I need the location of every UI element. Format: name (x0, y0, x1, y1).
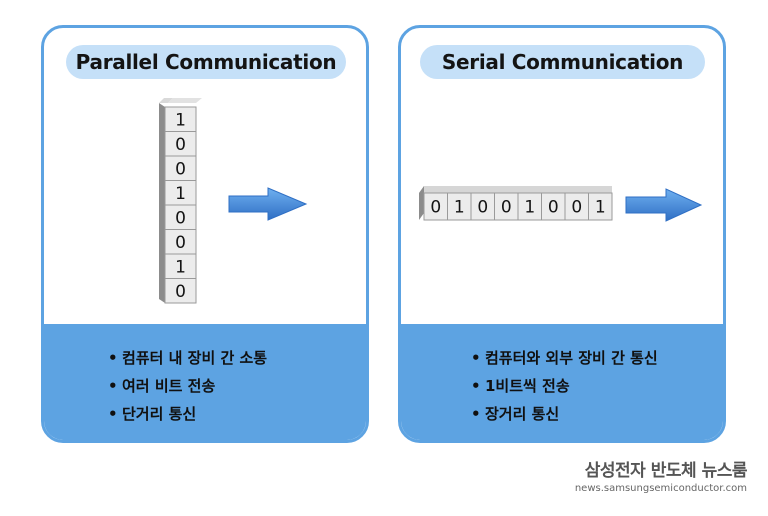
bullet-item: 1비트씩 전송 (471, 372, 658, 400)
bit-digit: 0 (548, 198, 559, 218)
bit-digit: 1 (175, 184, 186, 204)
bullet-item: 컴퓨터와 외부 장비 간 통신 (471, 344, 658, 372)
bullet-item: 장거리 통신 (471, 400, 658, 428)
parallel-diagram: 1 0 0 1 0 0 1 0 (44, 28, 366, 324)
bit-digit: 0 (430, 198, 441, 218)
bit-digit: 1 (175, 257, 186, 277)
bullet-item: 컴퓨터 내 장비 간 소통 (108, 344, 267, 372)
parallel-diagram-svg: 1 0 0 1 0 0 1 0 (159, 98, 308, 304)
samsung-newsroom-logo: 삼성전자 반도체 뉴스룸 news.samsungsemiconductor.c… (574, 460, 748, 496)
serial-description: 컴퓨터와 외부 장비 간 통신 1비트씩 전송 장거리 통신 (401, 324, 723, 440)
column-side-face (159, 103, 165, 303)
bullet-item: 여러 비트 전송 (108, 372, 267, 400)
parallel-title: Parallel Communication (66, 45, 346, 79)
parallel-bit-column: 1 0 0 1 0 0 1 0 (159, 98, 202, 304)
parallel-description: 컴퓨터 내 장비 간 소통 여러 비트 전송 단거리 통신 (44, 324, 366, 440)
bit-digit: 1 (524, 198, 535, 218)
bit-digit: 0 (477, 198, 488, 218)
bit-digit: 0 (175, 135, 186, 155)
bit-digit: 0 (175, 159, 186, 179)
bit-digit: 0 (175, 233, 186, 253)
row-side-face (419, 186, 424, 220)
column-top-face-right (168, 98, 202, 103)
logo-url: news.samsungsemiconductor.com (574, 483, 747, 494)
bit-digit: 1 (454, 198, 465, 218)
bit-digit: 1 (175, 110, 186, 130)
serial-bullet-list: 컴퓨터와 외부 장비 간 통신 1비트씩 전송 장거리 통신 (471, 344, 658, 428)
right-arrow-icon (625, 188, 703, 222)
row-top-face (419, 186, 612, 193)
column-top-face (159, 98, 173, 103)
bit-digit: 0 (571, 198, 582, 218)
bit-digit: 0 (175, 282, 186, 302)
serial-title: Serial Communication (420, 45, 705, 79)
bit-digit: 0 (175, 208, 186, 228)
logo-name: 삼성전자 반도체 뉴스룸 (584, 461, 748, 481)
bit-digit: 0 (501, 198, 512, 218)
bullet-item: 단거리 통신 (108, 400, 267, 428)
bit-digit: 1 (595, 198, 606, 218)
parallel-panel: 1 0 0 1 0 0 1 0 Parallel Communication 컴퓨터 내 장비… (41, 25, 369, 443)
parallel-bullet-list: 컴퓨터 내 장비 간 소통 여러 비트 전송 단거리 통신 (108, 344, 267, 428)
right-arrow-icon (228, 187, 308, 221)
